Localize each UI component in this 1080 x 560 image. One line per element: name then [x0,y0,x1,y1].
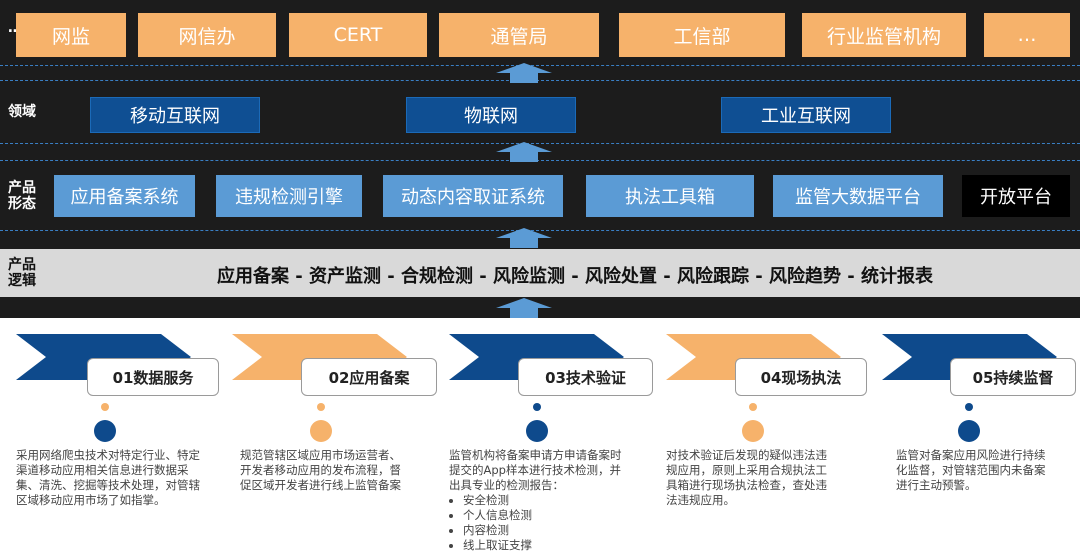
timeline-dot [94,420,116,442]
stage-description: 采用网络爬虫技术对特定行业、特定渠道移动应用相关信息进行数据采集、清洗、挖掘等技… [16,448,200,507]
stage-description-text: 监管机构将备案申请方申请备案时提交的App样本进行技术检测，并出具专业的检测报告… [449,448,622,492]
bullet-item: 个人信息检测 [463,508,625,523]
product-logic-row-label: 产品逻辑 [8,257,36,289]
stage-description: 监管对备案应用风险进行持续化监督，对管辖范围内未备案进行主动预警。 [896,448,1046,492]
stage-title: 01数据服务 [87,358,219,396]
bullet-item: 安全检测 [463,493,625,508]
divider [0,160,1080,161]
timeline-dot [101,403,109,411]
product-box: 开放平台 [962,175,1070,217]
product-form-row-label: 产品形态 [8,180,36,212]
timeline-dot [749,403,757,411]
org-box: CERT [289,13,427,57]
org-box: 网信办 [138,13,276,57]
timeline-dot [742,420,764,442]
product-box: 违规检测引擎 [216,175,362,217]
up-arrow-icon [496,142,552,162]
bullet-item: 线上取证支撑 [463,538,625,553]
bullet-item: 内容检测 [463,523,625,538]
divider [0,65,1080,66]
product-box: 动态内容取证系统 [383,175,563,217]
org-box: … [984,13,1070,57]
stage-description: 对技术验证后发现的疑似违法违规应用，原则上采用合规执法工具箱进行现场执法检查，查… [666,448,827,507]
up-arrow-icon [496,298,552,318]
stage-description: 规范管辖区域应用市场运营者、开发者移动应用的发布流程，督促区域开发者进行线上监管… [240,448,401,492]
org-box: 行业监管机构 [802,13,966,57]
stage-title: 03技术验证 [518,358,653,396]
stage-description: 监管机构将备案申请方申请备案时提交的App样本进行技术检测，并出具专业的检测报告… [449,448,625,553]
stage-title: 04现场执法 [735,358,867,396]
timeline-dot [965,403,973,411]
stage-title: 05持续监督 [950,358,1076,396]
product-box: 监管大数据平台 [773,175,943,217]
domain-box: 工业互联网 [721,97,891,133]
org-box: 通管局 [439,13,599,57]
timeline-dot [533,403,541,411]
divider [0,143,1080,144]
timeline-dot [526,420,548,442]
domain-row-label: 领域 [8,104,36,120]
timeline-dot [958,420,980,442]
stage-bullets: 安全检测 个人信息检测 内容检测 线上取证支撑 [449,493,625,553]
stage-title: 02应用备案 [301,358,437,396]
divider [0,230,1080,231]
timeline-dot [317,403,325,411]
domain-box: 物联网 [406,97,576,133]
timeline-dot [310,420,332,442]
product-box: 应用备案系统 [54,175,195,217]
org-box: 工信部 [619,13,785,57]
divider [0,80,1080,81]
product-box: 执法工具箱 [586,175,754,217]
up-arrow-icon [496,63,552,83]
product-logic-strip [0,249,1080,297]
up-arrow-icon [496,228,552,248]
domain-box: 移动互联网 [90,97,260,133]
org-box: 网监 [16,13,126,57]
logic-flow-text: 应用备案 - 资产监测 - 合规检测 - 风险监测 - 风险处置 - 风险跟踪 … [216,266,934,287]
